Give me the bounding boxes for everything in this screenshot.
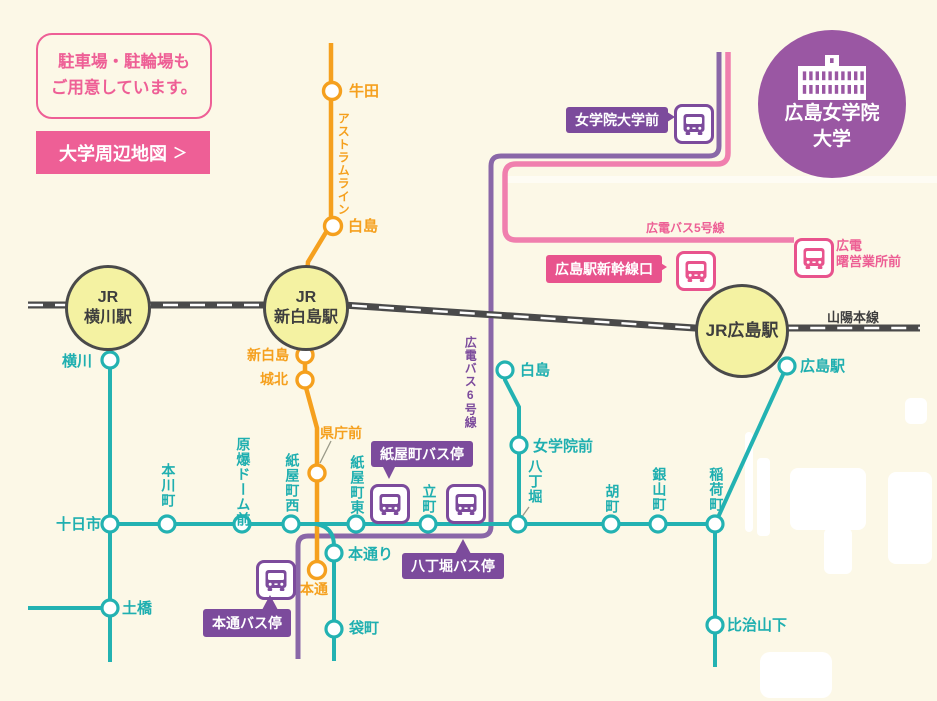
- university-marker: 広島女学院 大学: [758, 30, 906, 178]
- area-map-button[interactable]: 大学周辺地図 ＞: [36, 131, 210, 174]
- chevron-right-icon: ＞: [173, 144, 187, 161]
- station-label-tatemachi: 立町: [421, 484, 438, 514]
- map-feature-shape: [888, 472, 932, 564]
- bus-icon: [674, 104, 714, 144]
- bus-icon: [446, 484, 486, 524]
- university-name-line2: 大学: [812, 129, 851, 150]
- sanyo-line-label: 山陽本線: [827, 310, 880, 325]
- station-label-yokogawa: 横川: [62, 353, 93, 370]
- jr-shinhakushima-station: JR 新白島駅: [263, 265, 349, 351]
- busstop-badge-hondori: 本通バス停: [203, 609, 291, 638]
- badge-arrow-icon: [455, 539, 471, 554]
- busstop-badge-jogakuin-daigaku-mae: 女学院大学前: [566, 107, 668, 134]
- bus-icon: [676, 251, 716, 291]
- map-feature-shape: [505, 176, 937, 183]
- bus-line-5-path: [502, 52, 794, 243]
- jr-hiroshima-station: JR広島駅: [695, 284, 789, 378]
- jr-hiroshima-label: JR広島駅: [705, 321, 779, 341]
- station-label-ebisucho: 胡町: [604, 484, 621, 514]
- station-label-kamiyacho-higashi: 紙屋町東: [349, 455, 366, 515]
- map-feature-shape: [760, 652, 832, 698]
- station-label-hondori-tram: 本通り: [348, 546, 394, 563]
- akebono-office-line1: 広電: [836, 238, 863, 253]
- station-label-inarimachi: 稲荷町: [708, 467, 725, 512]
- bus-icon: [794, 238, 834, 278]
- jr-shinhakushima-line1: JR: [295, 289, 317, 306]
- jr-shinhakushima-line2: 新白島駅: [273, 309, 338, 326]
- station-label-dobashi: 土橋: [122, 600, 153, 617]
- parking-note-line2: ご用意しています。: [50, 79, 198, 97]
- station-label-shinhakushima: 新白島: [247, 347, 289, 363]
- astram-line-name: アストラムライン: [336, 112, 351, 216]
- station-label-kenchomae: 県庁前: [320, 425, 362, 441]
- station-label-hondori-astram: 本通: [300, 581, 328, 597]
- station-label-kamiyacho-nishi: 紙屋町西: [284, 453, 301, 513]
- station-label-hijiyamashita: 比治山下: [727, 617, 788, 634]
- parking-note-box: 駐車場・駐輪場も ご用意しています。: [36, 33, 212, 119]
- map-feature-shape: [745, 432, 753, 532]
- station-label-hakushima-astram: 白島: [348, 218, 379, 235]
- jr-yokogawa-line1: JR: [97, 289, 119, 306]
- bus-icon: [256, 560, 296, 600]
- station-label-ushita: 牛田: [349, 83, 380, 100]
- map-feature-shape: [905, 398, 927, 424]
- station-label-jogakuin-mae: 女学院前: [533, 438, 594, 455]
- station-label-hiroshima-eki: 広島駅: [800, 358, 846, 375]
- station-label-tokaichi: 十日市: [56, 516, 102, 533]
- akebono-office-line2: 曙営業所前: [836, 254, 902, 270]
- kenchomae-label-tick: [319, 440, 332, 464]
- busstop-badge-hatchobori: 八丁堀バス停: [402, 553, 504, 580]
- badge-arrow-icon: [381, 463, 397, 479]
- tram-diagonal-to-hiroshima: [713, 367, 788, 525]
- station-label-hatchobori: 八丁堀: [527, 459, 544, 504]
- station-label-fukuromachi: 袋町: [349, 620, 380, 637]
- tram-stations: [100, 350, 797, 639]
- map-feature-shape: [824, 528, 852, 574]
- area-map-button-label: 大学周辺地図: [59, 143, 167, 164]
- jr-yokogawa-line2: 横川駅: [83, 309, 132, 326]
- bus-line5-label: 広電バス5号線: [646, 221, 725, 235]
- bus-line-6-path: [295, 52, 722, 659]
- busstop-badge-shinkansen-guchi: 広島駅新幹線口: [546, 255, 662, 284]
- badge-arrow-icon: [664, 110, 675, 124]
- jr-yokogawa-station: JR 横川駅: [65, 265, 151, 351]
- station-label-kanayamacho: 銀山町: [651, 467, 668, 512]
- badge-arrow-icon: [262, 595, 278, 610]
- station-label-genbaku-dome-mae: 原爆ドーム前: [235, 437, 252, 527]
- jr-sanyo-line-dashes: [28, 303, 920, 330]
- station-label-honkawacho: 本川町: [160, 463, 177, 508]
- map-feature-shape: [757, 458, 770, 536]
- badge-arrow-icon: [656, 260, 667, 274]
- parking-note-line1: 駐車場・駐輪場も: [58, 53, 190, 72]
- station-label-johoku: 城北: [260, 371, 288, 387]
- akebono-office-label: 広電 曙営業所前: [836, 238, 901, 271]
- bus-icon: [370, 484, 410, 524]
- station-label-hakushima-tram: 白島: [520, 362, 551, 379]
- bus-line6-label: 広電バス6号線: [463, 336, 478, 429]
- school-building-icon: [798, 55, 866, 101]
- map-feature-shape: [790, 468, 866, 530]
- busstop-badge-kamiyacho: 紙屋町バス停: [371, 441, 473, 468]
- university-name-line1: 広島女学院: [784, 103, 880, 125]
